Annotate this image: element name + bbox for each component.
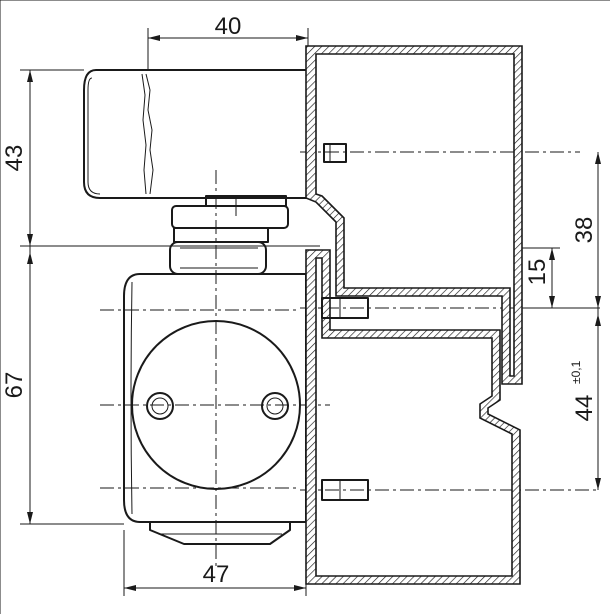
dim-right-15: 15 [524,259,551,286]
lower-housing [123,273,307,545]
dim-right-44: 44 [571,395,598,422]
dim-right-44-group: 44 ±0,1 [569,360,598,421]
dimension-lines [27,35,601,591]
dim-right-38: 38 [571,217,598,244]
dim-width-bottom: 47 [203,561,230,588]
dim-width-top: 40 [215,13,242,40]
screws [321,143,369,501]
dim-height-lower: 67 [1,372,28,399]
extension-lines [20,28,600,596]
hinge-pin-stack [169,195,289,275]
dim-right-44-tolerance: ±0,1 [569,360,583,384]
upper-profile-section [305,45,523,385]
dim-height-upper: 43 [1,145,28,172]
round-plate [131,320,301,490]
lower-profile-section [305,249,521,585]
upper-cap-housing [83,69,309,199]
center-lines [100,151,600,570]
